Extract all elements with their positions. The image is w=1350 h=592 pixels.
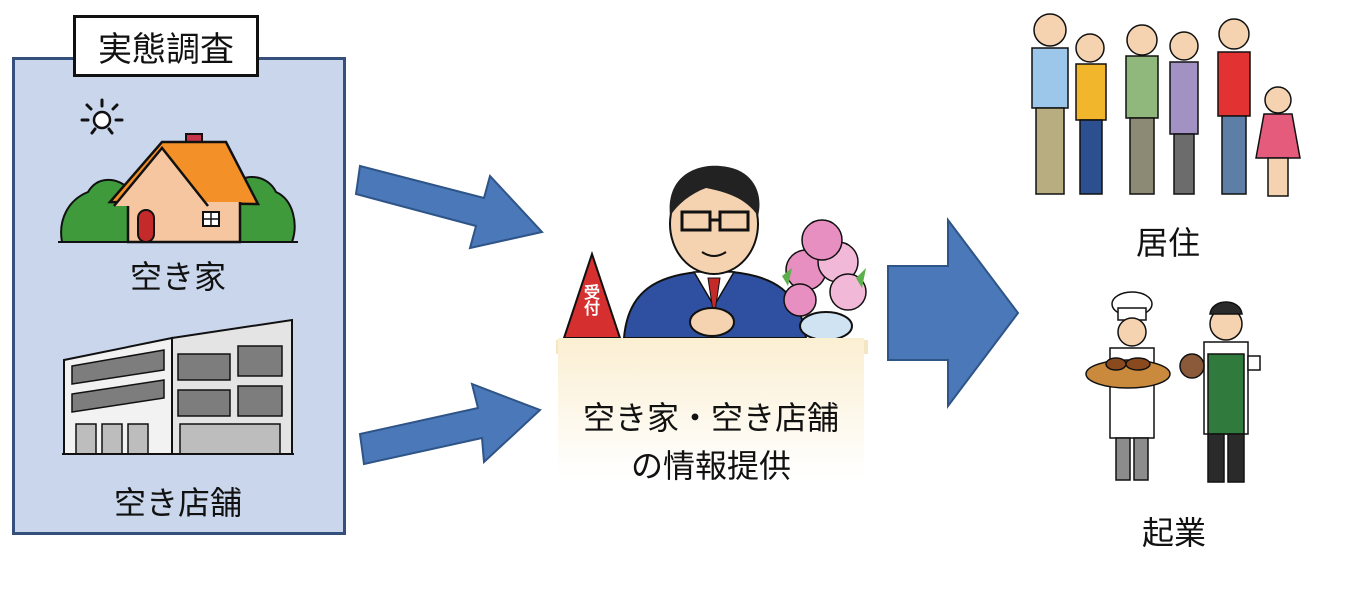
family-illustration	[1031, 13, 1301, 197]
reception-clerk-illustration	[556, 165, 868, 354]
arrow-house-to-center	[354, 164, 544, 250]
survey-panel	[12, 57, 346, 535]
entrepreneurs-illustration	[1085, 291, 1261, 483]
survey-title: 実態調査	[73, 15, 259, 77]
sun-icon	[80, 98, 124, 135]
reception-badge-text: 受付	[581, 284, 600, 316]
vacant-house-illustration	[58, 133, 298, 244]
arrow-shop-to-center	[358, 382, 542, 466]
arrow-center-to-outcomes	[887, 217, 1020, 409]
startup-label: 起業	[1141, 514, 1206, 552]
center-label-line2: の情報提供	[630, 447, 791, 485]
vacant-shop-illustration	[62, 318, 294, 455]
reception-badge: 受付	[576, 284, 604, 320]
residence-label: 居住	[1135, 224, 1200, 262]
vacant-house-label: 空き家	[129, 258, 226, 296]
vacant-shop-label: 空き店舗	[113, 484, 242, 522]
center-label-line1: 空き家・空き店舗	[582, 399, 839, 437]
information-desk	[558, 338, 864, 478]
